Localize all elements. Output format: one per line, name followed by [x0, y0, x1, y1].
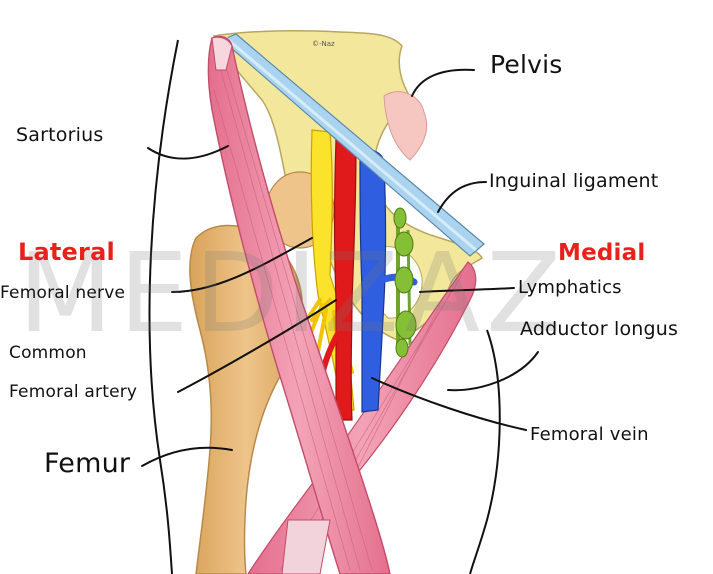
artist-mark: ©-Naz: [312, 40, 335, 48]
leader-femur: [141, 446, 233, 467]
leader-femoral-artery: [177, 299, 337, 393]
label-sartorius: Sartorius: [16, 124, 104, 146]
label-medial: Medial: [558, 240, 646, 266]
label-femoral-nerve: Femoral nerve: [0, 283, 126, 303]
label-common: Common: [9, 343, 87, 363]
label-femoral-vein: Femoral vein: [530, 424, 649, 445]
leader-adductor-longus: [447, 351, 539, 392]
leader-lymphatics: [419, 287, 515, 293]
label-femoral-artery: Femoral artery: [9, 382, 138, 402]
leader-femoral-vein: [371, 377, 527, 431]
thigh-outline-medial: [469, 329, 501, 574]
thigh-outline-lateral: [148, 39, 179, 574]
label-pelvis: Pelvis: [490, 50, 563, 79]
watermark: MEDIZAZ: [18, 229, 568, 357]
pubic-symphysis: [383, 91, 428, 161]
label-lateral: Lateral: [18, 238, 115, 266]
sartorius-muscle: [207, 35, 391, 574]
label-femur: Femur: [44, 448, 131, 479]
leader-inguinal-ligament: [437, 181, 487, 213]
label-adductor-longus: Adductor longus: [520, 318, 679, 340]
leader-femoral-nerve: [171, 237, 313, 293]
lymphatic-nodes: [393, 207, 417, 358]
leader-pelvis: [411, 68, 475, 97]
muscle-tendon-lower: [281, 519, 331, 574]
label-inguinal-ligament: Inguinal ligament: [489, 170, 659, 192]
label-lymphatics: Lymphatics: [518, 277, 622, 298]
sartorius-tendon: [211, 36, 233, 71]
leader-sartorius: [147, 145, 229, 160]
